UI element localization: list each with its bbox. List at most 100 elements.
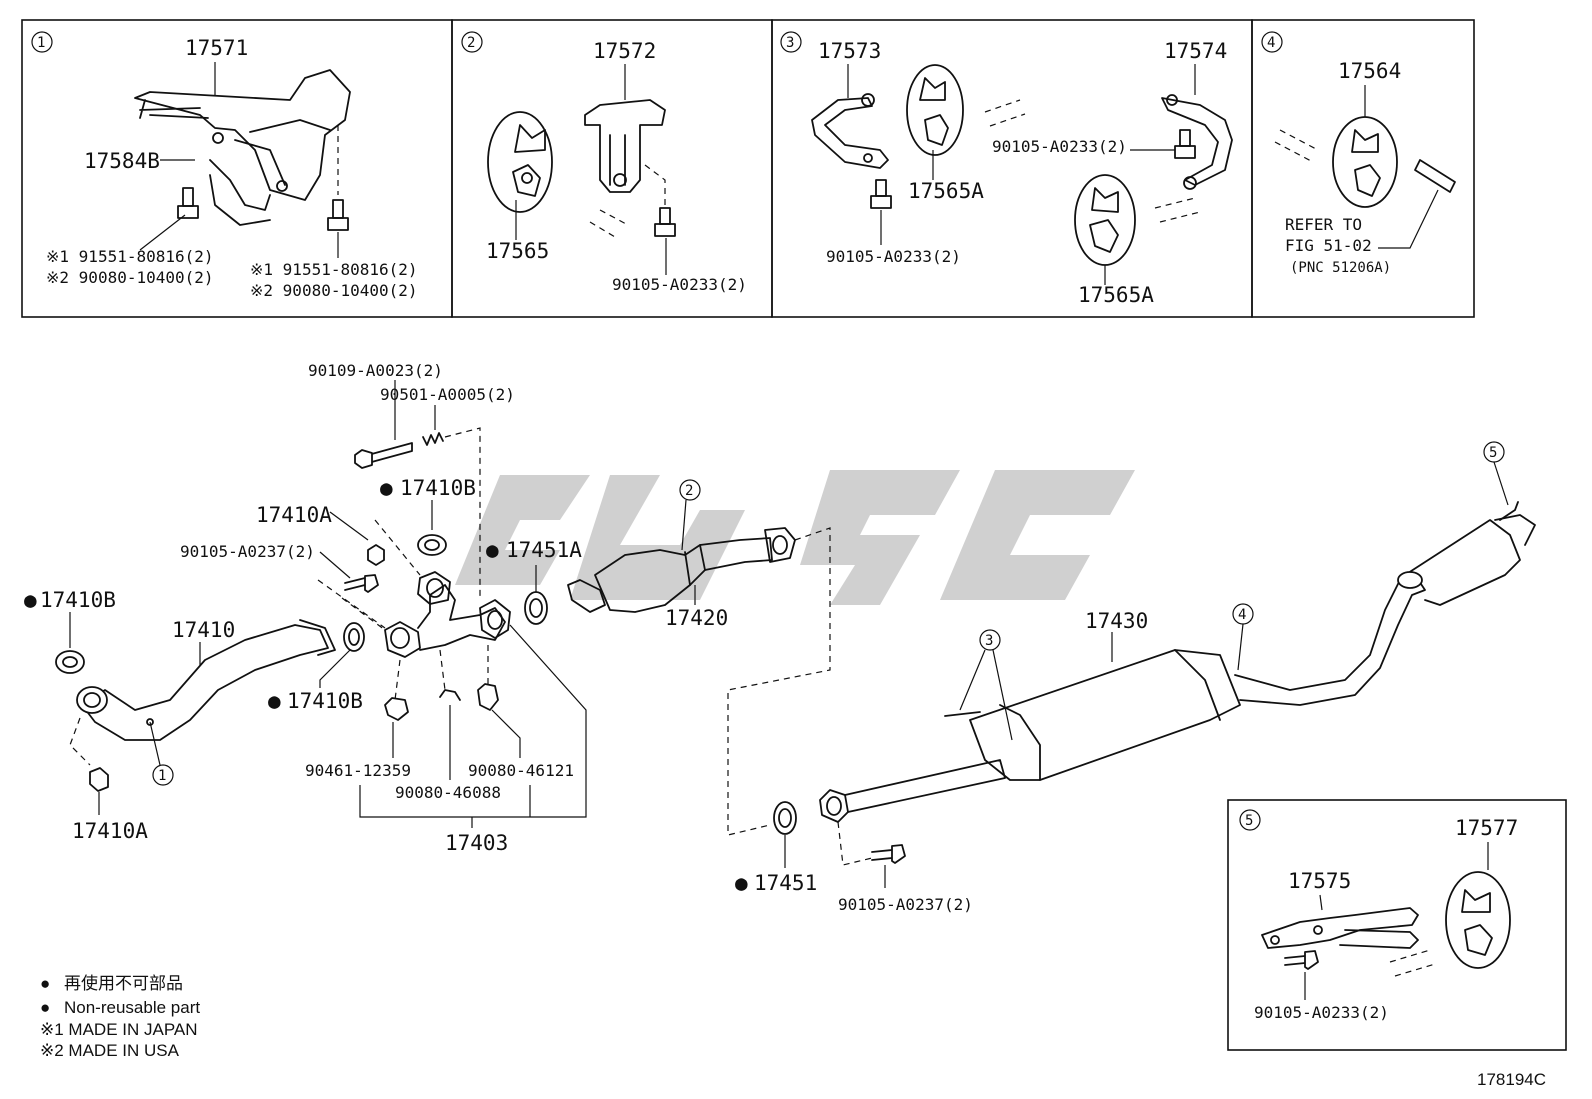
inset-panel-1: 1 17571 17584B ※1 91551-80816(2) ※2 9008… <box>21 19 453 318</box>
clamp-90461 <box>384 697 409 721</box>
part-label-17584B: 17584B <box>84 149 160 173</box>
heat-insulator-part <box>134 69 351 226</box>
clamp-label-90080-46088: 90080-46088 <box>395 783 501 802</box>
part-label-17565: 17565 <box>486 239 549 263</box>
gasket-17410B-mid <box>343 622 365 652</box>
part-label-17403: 17403 <box>445 831 508 855</box>
nut-17410A <box>367 544 385 566</box>
dot-marker: ● <box>735 871 748 895</box>
clamp-label-90080-46121: 90080-46121 <box>468 761 574 780</box>
callout-number: 2 <box>467 35 475 51</box>
bolt-label-90109: 90109-A0023(2) <box>308 361 443 380</box>
part-label-17410B-mid: 17410B <box>287 689 363 713</box>
bolt-90109 <box>354 442 413 469</box>
legend-note-japan: ※1 MADE IN JAPAN <box>40 1020 198 1039</box>
callout-number: 4 <box>1267 35 1275 51</box>
legend-note-usa: ※2 MADE IN USA <box>40 1041 180 1060</box>
gasket-17451 <box>773 801 797 835</box>
part-label-17572: 17572 <box>593 39 656 63</box>
pipe-assembly-17403 <box>384 571 511 658</box>
bolt-icon <box>870 179 892 209</box>
bolt-note-usa-2: ※2 90080-10400(2) <box>250 281 418 300</box>
front-pipe-17410 <box>76 619 336 741</box>
part-label-17573: 17573 <box>818 39 881 63</box>
part-label-17410B-top: 17410B <box>400 476 476 500</box>
rubber-hanger-part <box>1074 174 1136 266</box>
refer-text-2: FIG 51-02 <box>1285 236 1372 255</box>
muffler-17430 <box>819 501 1536 823</box>
callout-number: 5 <box>1245 813 1253 829</box>
refer-text-1: REFER TO <box>1285 215 1362 234</box>
callout-3: 3 <box>985 633 993 649</box>
gasket-17451A <box>524 591 548 625</box>
part-label-17410: 17410 <box>172 618 235 642</box>
rubber-hanger-part <box>1445 871 1511 969</box>
bolt-label-90105-A0237-left: 90105-A0237(2) <box>180 542 315 561</box>
bolt-note-usa: ※2 90080-10400(2) <box>46 268 214 287</box>
spring-90501 <box>422 432 444 446</box>
hanger-bracket-part <box>1161 94 1233 190</box>
clamp-label-90461: 90461-12359 <box>305 761 411 780</box>
dot-marker: ● <box>380 476 393 500</box>
spring-label-90501: 90501-A0005(2) <box>380 385 515 404</box>
bolt-label-90105-inset5: 90105-A0233(2) <box>1254 1003 1389 1022</box>
bolt-note-japan: ※1 91551-80816(2) <box>46 247 214 266</box>
inset-panel-3: 3 17573 17574 17565A 90105-A0233(2) <box>771 19 1253 318</box>
callout-2: 2 <box>685 483 693 499</box>
bracket-part <box>584 99 666 193</box>
bolt-icon <box>1174 129 1196 159</box>
refer-text-3: (PNC 51206A) <box>1290 260 1391 276</box>
part-label-17574: 17574 <box>1164 39 1227 63</box>
gasket-17410B-top <box>417 534 447 556</box>
dot-marker: ● <box>24 588 37 612</box>
clamp-90080-46088 <box>439 689 461 701</box>
bolt-label-90105: 90105-A0233(2) <box>826 247 961 266</box>
figure-id: 178194C <box>1477 1070 1546 1089</box>
callout-number: 3 <box>786 35 794 51</box>
inset-panel-2: 2 17572 17565 90105-A0233(2) <box>451 19 773 318</box>
hanger-bracket-part <box>811 93 889 169</box>
rubber-hanger-part <box>487 111 553 213</box>
watermark-logo <box>455 470 1135 605</box>
part-label-17451: 17451 <box>754 871 817 895</box>
dot-marker: ● <box>486 538 499 562</box>
part-label-17575: 17575 <box>1288 869 1351 893</box>
bolt-label-90105-A0237-bottom: 90105-A0237(2) <box>838 895 973 914</box>
legend: ● 再使用不可部品 ● Non-reusable part ※1 MADE IN… <box>40 973 200 1060</box>
bolt-icon <box>327 199 349 231</box>
legend-text-jp: 再使用不可部品 <box>64 973 183 993</box>
bolt-icon <box>344 574 379 593</box>
part-label-17565A-2: 17565A <box>1078 283 1154 307</box>
dot-marker: ● <box>268 689 281 713</box>
bolt-note-japan-2: ※1 91551-80816(2) <box>250 260 418 279</box>
converter-17420 <box>567 527 796 613</box>
bolt-icon <box>177 187 199 219</box>
part-label-17410B-left: 17410B <box>40 588 116 612</box>
bolt-icon <box>1284 950 1319 970</box>
callout-5: 5 <box>1489 445 1497 461</box>
inset-panel-5: 5 17577 17575 90105-A0233(2) <box>1227 799 1567 1051</box>
bolt-icon <box>654 207 676 237</box>
callout-4: 4 <box>1238 607 1246 623</box>
inset-panel-4: 4 17564 REFER TO FIG 51-02 (PNC 51206A) <box>1251 19 1475 318</box>
hanger-bracket-part <box>1261 907 1419 949</box>
part-label-17565A: 17565A <box>908 179 984 203</box>
callout-number: 1 <box>37 35 45 51</box>
part-label-17420: 17420 <box>665 606 728 630</box>
legend-marker: ● <box>40 974 50 993</box>
part-label-17577: 17577 <box>1455 816 1518 840</box>
rubber-hanger-part <box>906 64 964 156</box>
part-label-17451A: 17451A <box>506 538 582 562</box>
part-label-17410A: 17410A <box>256 503 332 527</box>
legend-marker: ● <box>40 998 50 1017</box>
legend-text-en: Non-reusable part <box>64 998 200 1017</box>
bolt-icon <box>871 844 906 864</box>
bolt-label-90105: 90105-A0233(2) <box>612 275 747 294</box>
callout-1: 1 <box>158 768 166 784</box>
part-label-17430: 17430 <box>1085 609 1148 633</box>
gasket-17410B-left <box>55 650 85 674</box>
bolt-label-90105-2: 90105-A0233(2) <box>992 137 1127 156</box>
rubber-hanger-part <box>1332 116 1398 208</box>
part-label-17564: 17564 <box>1338 59 1401 83</box>
